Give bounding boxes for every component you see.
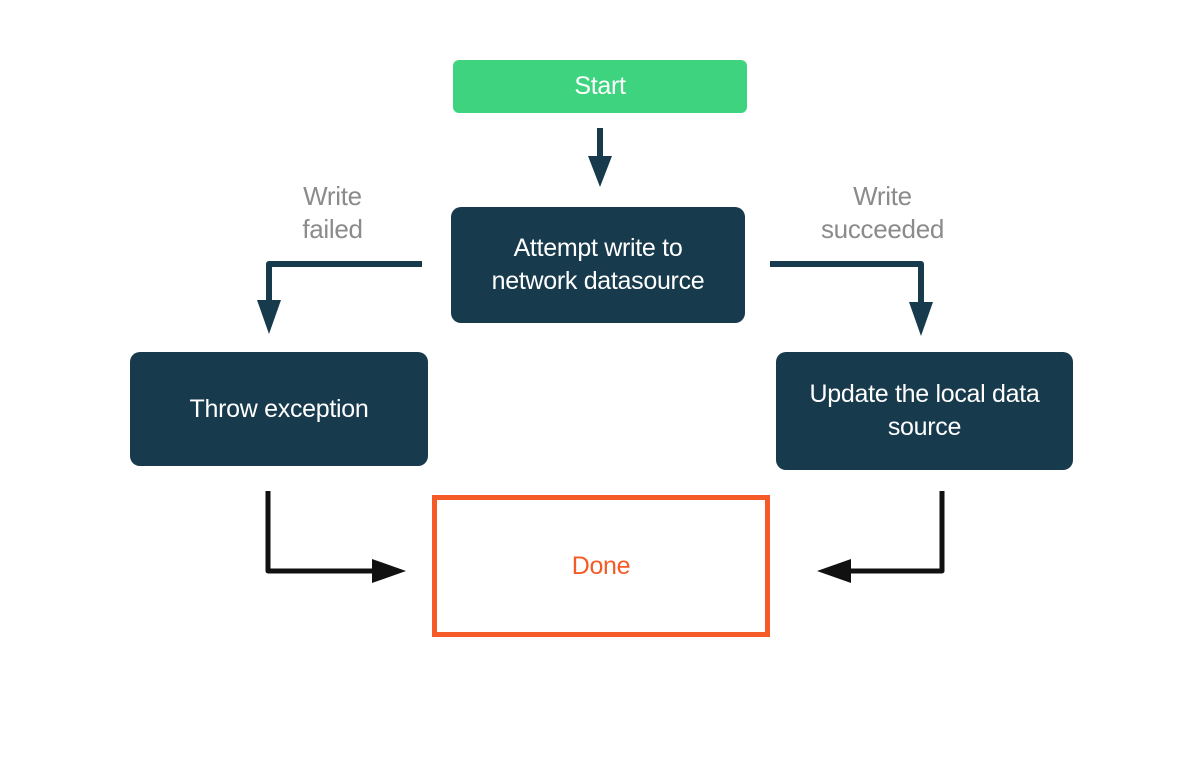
arrow-attempt-to-update <box>770 261 933 336</box>
edge-label-write-failed: Write failed <box>302 181 363 244</box>
arrowhead-down-icon <box>588 156 612 187</box>
node-start: Start <box>453 60 747 113</box>
arrow-throw-to-done <box>265 491 406 583</box>
edge-label-write-succeeded: Write succeeded <box>820 181 945 244</box>
arrowhead-right-icon <box>372 559 406 583</box>
node-attempt-write: Attempt write to network datasource <box>451 207 745 323</box>
arrow-update-to-done <box>817 491 945 583</box>
arrowhead-down-icon <box>909 302 933 336</box>
arrow-start-to-attempt <box>588 128 612 187</box>
arrow-attempt-to-throw <box>257 261 422 334</box>
node-throw-exception: Throw exception <box>130 352 428 466</box>
node-update-local-source: Update the local data source <box>776 352 1073 470</box>
arrowhead-down-icon <box>257 300 281 334</box>
node-done: Done <box>432 495 770 637</box>
arrowhead-left-icon <box>817 559 851 583</box>
